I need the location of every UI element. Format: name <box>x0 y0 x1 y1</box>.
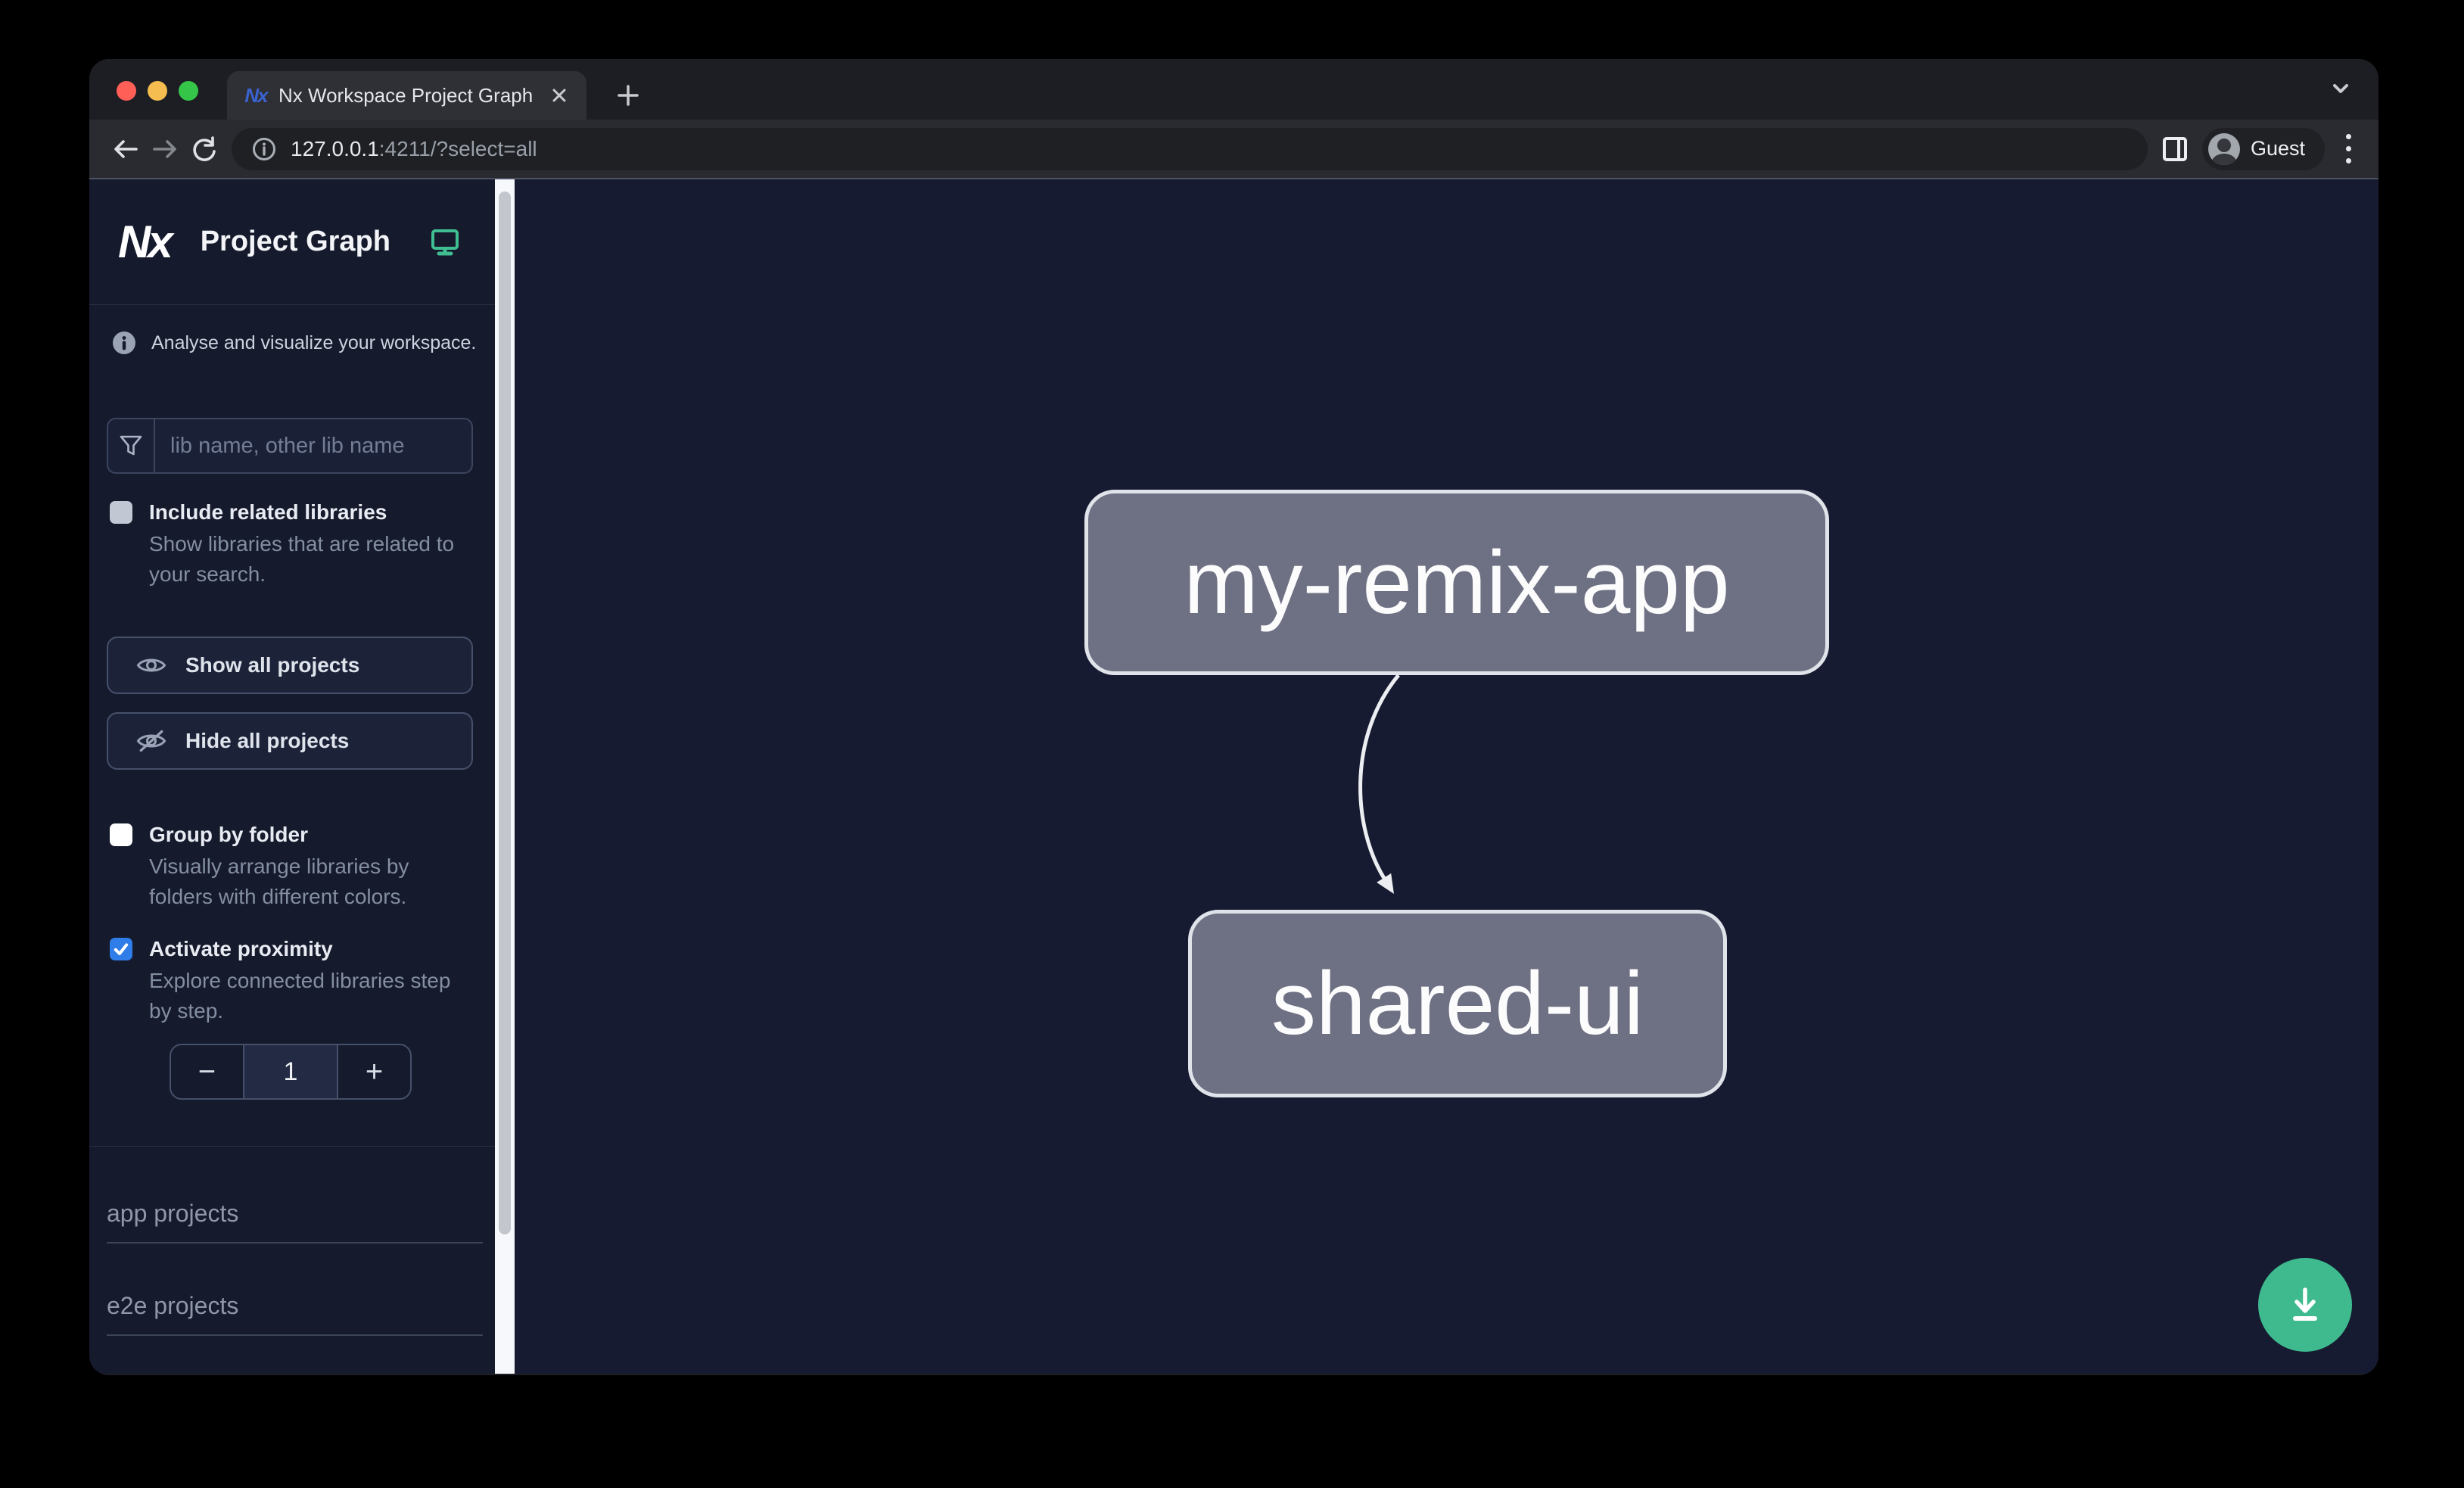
profile-label: Guest <box>2250 137 2305 160</box>
profile-button[interactable]: Guest <box>2201 127 2325 170</box>
sidebar-scrollbar[interactable] <box>495 179 515 1374</box>
filter-icon <box>108 419 155 472</box>
nx-favicon-icon: Nx <box>244 83 268 107</box>
show-all-projects-button[interactable]: Show all projects <box>107 637 473 694</box>
reload-button[interactable] <box>185 134 224 164</box>
hide-all-label: Hide all projects <box>185 729 350 752</box>
scrollbar-thumb[interactable] <box>499 191 511 1234</box>
new-tab-button[interactable] <box>611 79 645 112</box>
proximity-value: 1 <box>242 1045 339 1098</box>
graph-edge <box>1358 674 1400 895</box>
window-controls <box>117 81 198 101</box>
download-graph-button[interactable] <box>2258 1258 2352 1352</box>
show-all-label: Show all projects <box>185 653 360 677</box>
tab-close-icon[interactable] <box>549 85 570 106</box>
option-label: Include related libraries <box>149 500 387 524</box>
nx-logo: Nx <box>118 216 173 267</box>
check-icon <box>114 943 129 955</box>
download-icon <box>2293 1287 2317 1321</box>
back-button[interactable] <box>106 135 145 163</box>
section-label: app projects <box>107 1200 239 1227</box>
section-app-projects[interactable]: app projects <box>107 1200 483 1244</box>
proximity-stepper: − 1 + <box>170 1044 412 1100</box>
option-description: Show libraries that are related to your … <box>149 532 455 586</box>
url-host: 127.0.0.1 <box>291 136 379 160</box>
site-info-icon[interactable] <box>251 136 277 162</box>
window-zoom-button[interactable] <box>179 81 198 101</box>
address-bar[interactable]: 127.0.0.1:4211/?select=all <box>232 127 2148 170</box>
browser-toolbar: 127.0.0.1:4211/?select=all Guest <box>89 120 2378 179</box>
info-icon <box>113 332 135 354</box>
sidebar: Nx Project Graph <box>89 179 495 1374</box>
eye-icon <box>136 658 166 672</box>
window-close-button[interactable] <box>117 81 136 101</box>
option-label: Group by folder <box>149 823 308 846</box>
window-minimize-button[interactable] <box>148 81 167 101</box>
section-label: e2e projects <box>107 1292 239 1319</box>
side-panel-button[interactable] <box>2161 135 2189 163</box>
browser-tab[interactable]: Nx Nx Workspace Project Graph <box>227 71 586 120</box>
include-related-checkbox[interactable] <box>110 501 132 524</box>
option-description: Visually arrange libraries by folders wi… <box>149 855 409 908</box>
option-activate-proximity: Activate proximity Explore connected lib… <box>110 932 478 1026</box>
graph-node-shared-ui[interactable]: shared-ui <box>1188 910 1727 1097</box>
eye-off-icon <box>136 730 166 752</box>
search-input[interactable] <box>155 419 471 472</box>
browser-menu-button[interactable] <box>2335 134 2362 163</box>
tagline-text: Analyse and visualize your workspace. <box>151 332 477 353</box>
graph-canvas[interactable]: my-remix-app shared-ui <box>515 179 2378 1374</box>
tab-title: Nx Workspace Project Graph <box>278 83 534 107</box>
option-group-by-folder: Group by folder Visually arrange librari… <box>110 818 478 912</box>
option-description: Explore connected libraries step by step… <box>149 969 451 1023</box>
hide-all-projects-button[interactable]: Hide all projects <box>107 712 473 770</box>
url-path: :4211/?select=all <box>378 136 537 160</box>
option-include-related: Include related libraries Show libraries… <box>110 496 478 590</box>
graph-node-my-remix-app[interactable]: my-remix-app <box>1084 490 1829 675</box>
tagline-row: Analyse and visualize your workspace. <box>112 331 483 355</box>
forward-button[interactable] <box>145 135 185 163</box>
proximity-increment-button[interactable]: + <box>338 1045 410 1098</box>
page-title: Project Graph <box>200 226 390 257</box>
activate-proximity-checkbox[interactable] <box>110 938 132 960</box>
sidebar-header: Nx Project Graph <box>89 179 495 305</box>
option-label: Activate proximity <box>149 937 333 960</box>
search-box <box>107 418 473 474</box>
tab-search-chevron-icon[interactable] <box>2327 77 2354 100</box>
avatar <box>2207 132 2240 165</box>
section-e2e-projects[interactable]: e2e projects <box>107 1292 483 1336</box>
browser-window: Nx Nx Workspace Project Graph <box>89 59 2378 1375</box>
tab-strip: Nx Nx Workspace Project Graph <box>89 59 2378 120</box>
page-content: Nx Project Graph <box>89 179 2378 1374</box>
theme-monitor-icon[interactable] <box>430 228 460 257</box>
proximity-decrement-button[interactable]: − <box>171 1045 243 1098</box>
url-text: 127.0.0.1:4211/?select=all <box>291 137 537 161</box>
divider <box>89 1146 495 1147</box>
group-by-folder-checkbox[interactable] <box>110 823 132 846</box>
